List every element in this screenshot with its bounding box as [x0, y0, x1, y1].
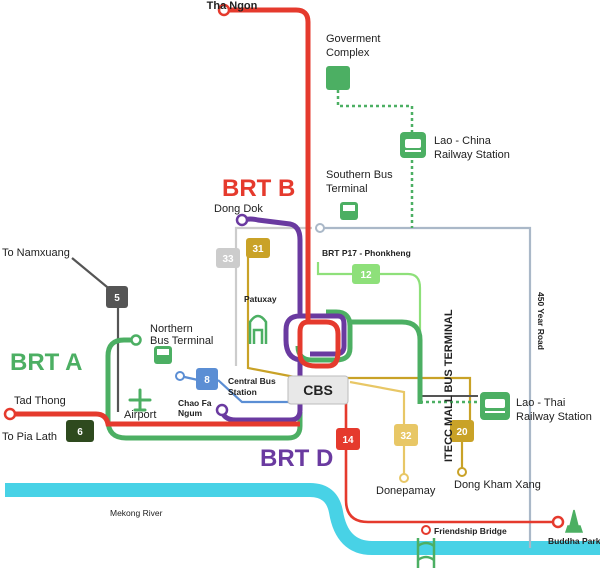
route-32-badge[interactable]: 32	[394, 424, 418, 446]
southern-bus-stop[interactable]	[315, 223, 325, 233]
southern-bus-label-1: Southern Bus	[326, 169, 393, 181]
svg-text:12: 12	[360, 270, 372, 281]
route-8-end[interactable]	[175, 371, 185, 381]
tad-thong-stop[interactable]	[3, 407, 17, 421]
airport-label: Airport	[124, 409, 156, 421]
route-14-line	[344, 402, 558, 524]
northern-bus-label-1: Northern	[150, 323, 193, 335]
route-8-badge[interactable]: 8	[196, 368, 218, 390]
friendship-bridge-label: Friendship Bridge	[434, 526, 507, 536]
friendship-bridge-stop[interactable]	[421, 525, 431, 535]
tha-ngon-stop[interactable]	[217, 3, 231, 17]
tha-ngon-label: Tha Ngon	[207, 0, 258, 12]
cbs-label: CBS	[303, 382, 333, 398]
route-33-line	[234, 226, 312, 366]
donepamay-label: Donepamay	[376, 485, 436, 497]
friendship-bridge-icon	[416, 538, 436, 568]
lao-thai-label-2: Railway Station	[516, 411, 592, 423]
chao-fa-ngum-label-2: Ngum	[178, 408, 203, 418]
buddha-park-stop[interactable]	[551, 515, 565, 529]
cbs-station-box[interactable]	[287, 375, 349, 405]
route-14-badge[interactable]: 14	[336, 428, 360, 450]
route-12-badge[interactable]: 12	[352, 264, 380, 284]
brt-b-line	[224, 7, 341, 369]
central-bus-label-2: Station	[228, 387, 257, 397]
chao-fa-ngum-stop[interactable]	[215, 403, 229, 417]
route-20-badge[interactable]: 20	[450, 420, 474, 442]
route-6-badge[interactable]: 6	[66, 420, 94, 442]
svg-text:20: 20	[456, 427, 468, 438]
brt-d-title: BRT D	[260, 445, 333, 472]
patuxay-monument-icon	[248, 314, 268, 344]
dotted-connector-gov	[336, 90, 414, 228]
route-32-line	[349, 380, 406, 478]
svg-text:8: 8	[204, 375, 210, 386]
brt-b-title: BRT B	[222, 175, 295, 202]
route-12-line	[316, 262, 422, 402]
brt-a-east	[350, 319, 423, 404]
tad-thong-label: Tad Thong	[14, 395, 66, 407]
southern-bus-label-2: Terminal	[326, 183, 368, 195]
northern-bus-stop[interactable]	[130, 334, 142, 346]
southern-bus-icon[interactable]	[340, 202, 358, 220]
road-450-label: 450 Year Road	[536, 292, 546, 350]
northern-bus-label-2: Bus Terminal	[150, 335, 213, 347]
lao-china-label-1: Lao - China	[434, 135, 492, 147]
lao-thai-train-icon[interactable]	[480, 392, 510, 420]
brt-b-west	[10, 411, 300, 427]
dong-dok-label: Dong Dok	[214, 203, 263, 215]
lao-china-train-icon[interactable]	[400, 132, 426, 158]
svg-text:33: 33	[222, 254, 234, 265]
itecc-label: ITECC MALL BUS TERMINAL	[443, 309, 455, 462]
buddha-park-label: Buddha Park	[548, 536, 600, 546]
central-bus-label-1: Central Bus	[228, 376, 276, 386]
brt-a-line	[105, 337, 303, 441]
svg-text:14: 14	[342, 435, 354, 446]
to-namxuang-label: To Namxuang	[2, 247, 70, 259]
brt-p17-label: BRT P17 - Phonkheng	[322, 248, 411, 258]
brt-d-line	[219, 216, 303, 423]
to-pia-lath-label: To Pia Lath	[2, 431, 57, 443]
airport-icon	[128, 388, 152, 412]
lao-china-label-2: Railway Station	[434, 149, 510, 161]
dong-kham-xang-stop[interactable]	[457, 467, 467, 477]
mekong-river	[5, 483, 600, 555]
northern-bus-icon[interactable]	[154, 346, 172, 364]
buddha-park-icon	[564, 509, 584, 533]
svg-text:5: 5	[114, 293, 120, 304]
route-5-line	[71, 257, 120, 412]
government-complex-icon[interactable]	[326, 66, 350, 90]
svg-text:31: 31	[252, 244, 264, 255]
route-33-badge[interactable]: 33	[216, 248, 240, 268]
lao-thai-label-1: Lao - Thai	[516, 397, 565, 409]
svg-text:6: 6	[77, 427, 83, 438]
brt-a-title: BRT A	[10, 349, 82, 376]
road-450-year	[322, 226, 532, 548]
mekong-river-label: Mekong River	[110, 508, 163, 518]
route-31-badge[interactable]: 31	[246, 238, 270, 258]
patuxay-label: Patuxay	[244, 294, 277, 304]
donepamay-stop[interactable]	[399, 473, 409, 483]
gov-complex-label-1: Goverment	[326, 33, 380, 45]
chao-fa-ngum-label-1: Chao Fa	[178, 398, 212, 408]
gov-complex-label-2: Complex	[326, 47, 370, 59]
dong-dok-stop[interactable]	[235, 213, 249, 227]
route-5-badge[interactable]: 5	[106, 286, 128, 308]
svg-text:32: 32	[400, 431, 412, 442]
dong-kham-xang-label: Dong Kham Xang	[454, 479, 541, 491]
